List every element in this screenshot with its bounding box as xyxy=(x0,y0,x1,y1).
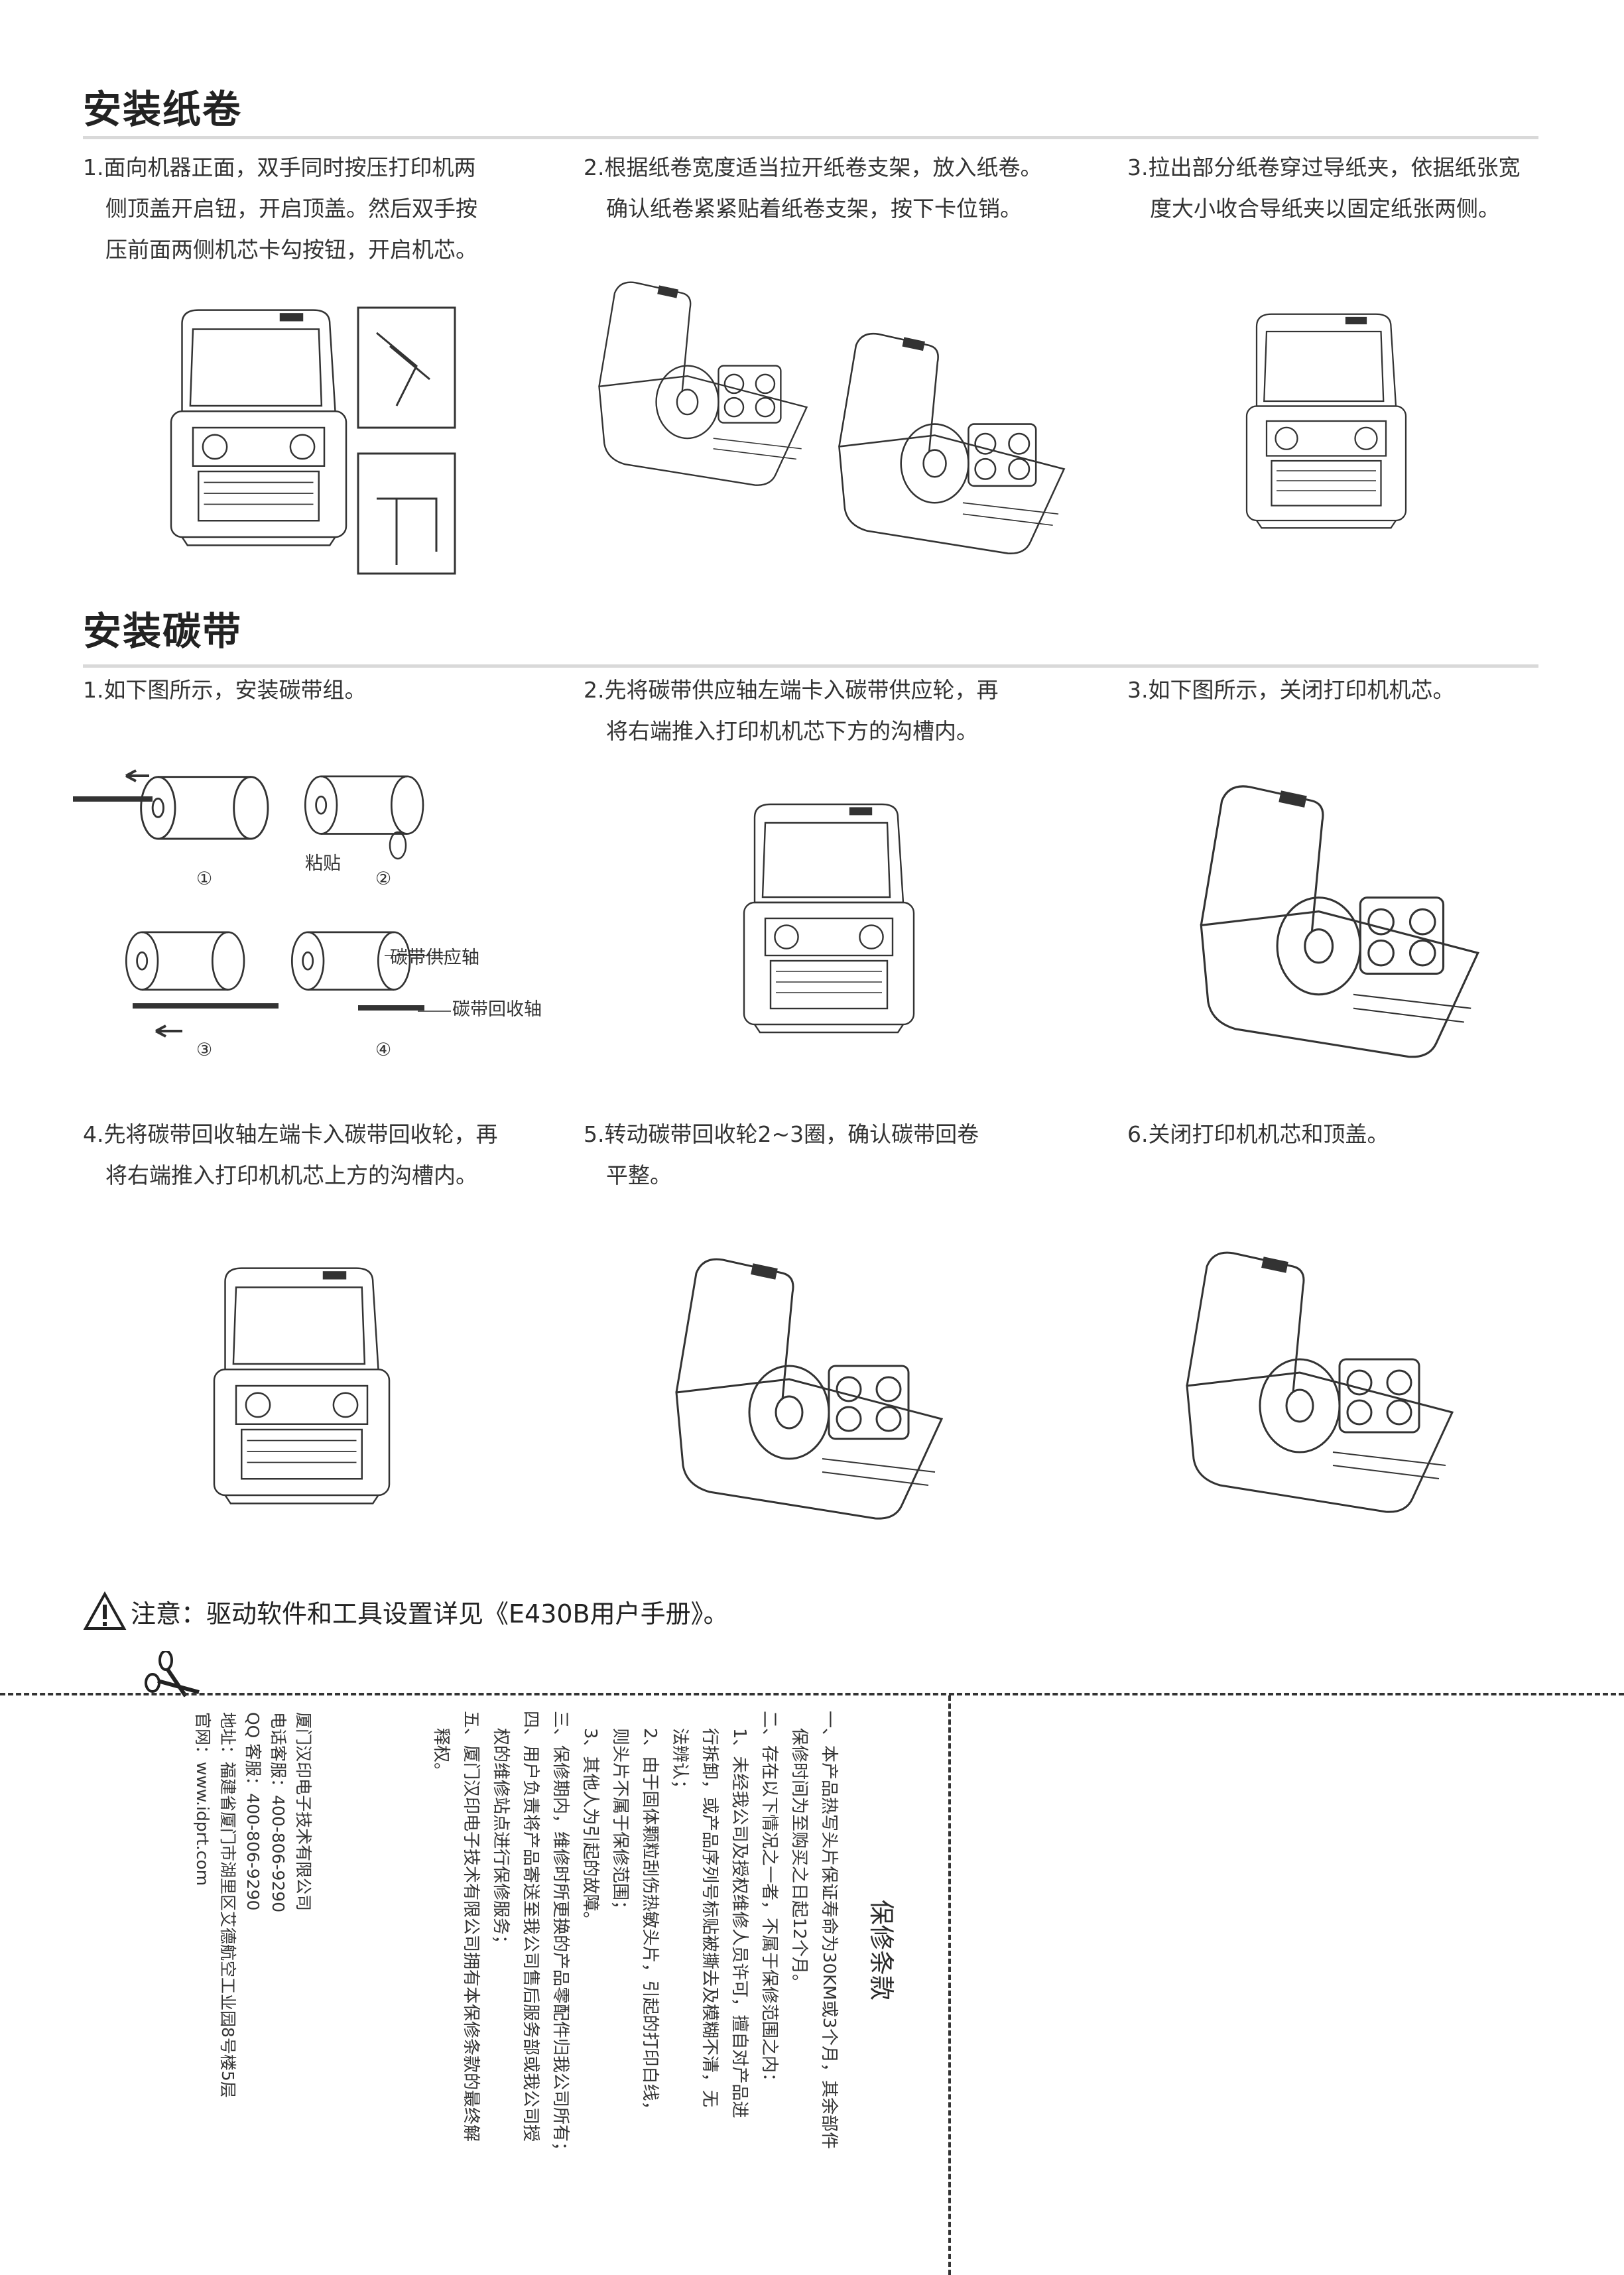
warranty-line: 1、未经我公司及授权维修人员许可，擅自对产品进 xyxy=(729,1728,749,2119)
ribbon-step-6: 6.关闭打印机机芯和顶盖。 xyxy=(1127,1114,1552,1155)
warranty-line: 则头片不属于保修范围； xyxy=(610,1728,630,1918)
step-text: 压前面两侧机芯卡勾按钮，开启机芯。 xyxy=(105,237,477,263)
warranty-line: 一、本产品热写头片保证寿命为30KM或3个月，其余部件 xyxy=(819,1711,839,2150)
warranty-line: 权的维修站点进行保修服务； xyxy=(491,1728,511,1953)
printer-ribbon-supply-illustration xyxy=(723,749,935,1087)
detail-inset-illustration xyxy=(357,306,456,429)
paper-step-1: 1.面向机器正面，双手同时按压打印机两 侧顶盖开启钮，开启顶盖。然后双手按 压前… xyxy=(83,147,574,271)
address: 地址：福建省厦门市湖里区艾德航空工业园8号楼5层 xyxy=(218,1712,237,2098)
detail-inset-illustration xyxy=(357,452,456,575)
printer-loading-roll-illustration xyxy=(584,255,822,507)
step-text: 度大小收合导纸夹以固定纸张两侧。 xyxy=(1150,196,1500,221)
warranty-line: 2、由于固体颗粒刮伤热敏头片，引起的打印白线， xyxy=(640,1728,660,2119)
ribbon-step-2: 2.先将碳带供应轴左端卡入碳带供应轮，再 将右端推入打印机机芯下方的沟槽内。 xyxy=(584,670,1114,752)
scissors-icon xyxy=(145,1651,200,1697)
section-divider xyxy=(83,664,1538,668)
warranty-line: 行拆卸，或产品序列号标贴被撕去及模糊不清，无 xyxy=(700,1728,719,2108)
step-text: 5.转动碳带回收轮2~3圈，确认碳带回卷 xyxy=(584,1121,979,1147)
ribbon-roll-diagram-4 xyxy=(290,931,451,1012)
step-text: 3.拉出部分纸卷穿过导纸夹，依据纸张宽 xyxy=(1127,154,1521,180)
ribbon-roll-diagram-1 xyxy=(73,769,269,840)
warranty-line: 二、存在以下情况之一者，不属于保修范围之内： xyxy=(759,1711,779,2091)
warranty-terms: 一、本产品热写头片保证寿命为30KM或3个月，其余部件 保修时间为至购买之日起1… xyxy=(426,1711,843,2159)
phone: 电话客服：400-806-9290 xyxy=(269,1712,288,1913)
warranty-title: 保修条款 xyxy=(867,1900,896,2001)
step-text: 确认纸卷紧紧贴着纸卷支架，按下卡位销。 xyxy=(606,196,1022,221)
paper-step-2: 2.根据纸卷宽度适当拉开纸卷支架，放入纸卷。 确认纸卷紧紧贴着纸卷支架，按下卡位… xyxy=(584,147,1114,229)
warranty-line: 法辨认； xyxy=(670,1728,690,1798)
notice-text: 注意：驱动软件和工具设置详见《E430B用户手册》。 xyxy=(131,1599,729,1629)
ribbon-step-mark-2: ② xyxy=(375,869,392,889)
ribbon-step-1: 1.如下图所示，安装碳带组。 xyxy=(83,670,574,711)
warranty-line: 3、其他人为引起的故障。 xyxy=(580,1728,600,1929)
ribbon-step-mark-3: ③ xyxy=(196,1040,213,1060)
qq-service: QQ 客服：400-806-9290 xyxy=(243,1712,263,1911)
printer-loading-roll-illustration xyxy=(822,295,1081,587)
company-name: 厦门汉印电子技术有限公司 xyxy=(294,1712,313,1912)
contact-info: 厦门汉印电子技术有限公司 电话客服：400-806-9290 QQ 客服：400… xyxy=(190,1712,316,2098)
step-text: 平整。 xyxy=(606,1162,672,1188)
step-text: 1.面向机器正面，双手同时按压打印机两 xyxy=(83,154,476,180)
ribbon-step-5: 5.转动碳带回收轮2~3圈，确认碳带回卷 平整。 xyxy=(584,1114,1114,1196)
ribbon-roll-diagram-3 xyxy=(125,931,279,1038)
step-text: 2.先将碳带供应轴左端卡入碳带供应轮，再 xyxy=(584,677,999,703)
warranty-line: 保修时间为至购买之日起12个月。 xyxy=(789,1728,809,1992)
notice: 注意：驱动软件和工具设置详见《E430B用户手册》。 xyxy=(83,1591,729,1631)
section-divider xyxy=(83,136,1538,139)
warranty-line: 五、厦门汉印电子技术有限公司拥有本保修条款的最终解 xyxy=(461,1711,481,2142)
printer-ribbon-takeup-illustration xyxy=(192,1207,411,1565)
ribbon-step-mark-4: ④ xyxy=(375,1040,392,1060)
step-text: 1.如下图所示，安装碳带组。 xyxy=(83,677,367,703)
supply-shaft-label: 碳带供应轴 xyxy=(390,948,479,968)
section-title-install-paper: 安装纸卷 xyxy=(83,87,243,132)
step-text: 侧顶盖开启钮，开启顶盖。然后双手按 xyxy=(105,196,477,221)
ribbon-step-4: 4.先将碳带回收轴左端卡入碳带回收轮，再 将右端推入打印机机芯上方的沟槽内。 xyxy=(83,1114,587,1196)
cut-line xyxy=(0,1693,1624,1695)
step-text: 6.关闭打印机机芯和顶盖。 xyxy=(1127,1121,1389,1147)
printer-rotate-takeup-illustration xyxy=(656,1207,962,1565)
warranty-line: 三、保修期内，维修时所更换的产品零配件归我公司所有； xyxy=(550,1711,570,2160)
warning-triangle-icon xyxy=(83,1591,127,1630)
ribbon-roll-diagram-2 xyxy=(304,775,424,860)
warranty-line: 四、用户负责将产品寄送至我公司售后服务部或我公司授 xyxy=(521,1711,540,2142)
warranty-line: 释权。 xyxy=(431,1728,451,1780)
step-text: 2.根据纸卷宽度适当拉开纸卷支架，放入纸卷。 xyxy=(584,154,1042,180)
section-title-install-ribbon: 安装碳带 xyxy=(83,609,243,654)
ribbon-step-3: 3.如下图所示，关闭打印机机芯。 xyxy=(1127,670,1552,711)
step-text: 4.先将碳带回收轴左端卡入碳带回收轮，再 xyxy=(83,1121,498,1147)
ribbon-step-mark-1: ① xyxy=(196,869,213,889)
step-text: 将右端推入打印机机芯下方的沟槽内。 xyxy=(606,718,978,744)
step-text: 将右端推入打印机机芯上方的沟槽内。 xyxy=(105,1162,477,1188)
printer-close-mechanism-illustration xyxy=(1180,749,1499,1087)
paper-step-3: 3.拉出部分纸卷穿过导纸夹，依据纸张宽 度大小收合导纸夹以固定纸张两侧。 xyxy=(1127,147,1552,229)
printer-paper-guide-illustration xyxy=(1227,265,1426,577)
printer-close-cover-illustration xyxy=(1167,1200,1472,1558)
printer-open-illustration xyxy=(149,282,368,574)
takeup-shaft-label: 碳带回收轴 xyxy=(452,999,542,1020)
paste-label: 粘贴 xyxy=(305,853,341,874)
website-link[interactable]: 官网：www.idprt.com xyxy=(193,1712,212,1886)
fold-line xyxy=(948,1695,951,2275)
step-text: 3.如下图所示，关闭打印机机芯。 xyxy=(1127,677,1455,703)
